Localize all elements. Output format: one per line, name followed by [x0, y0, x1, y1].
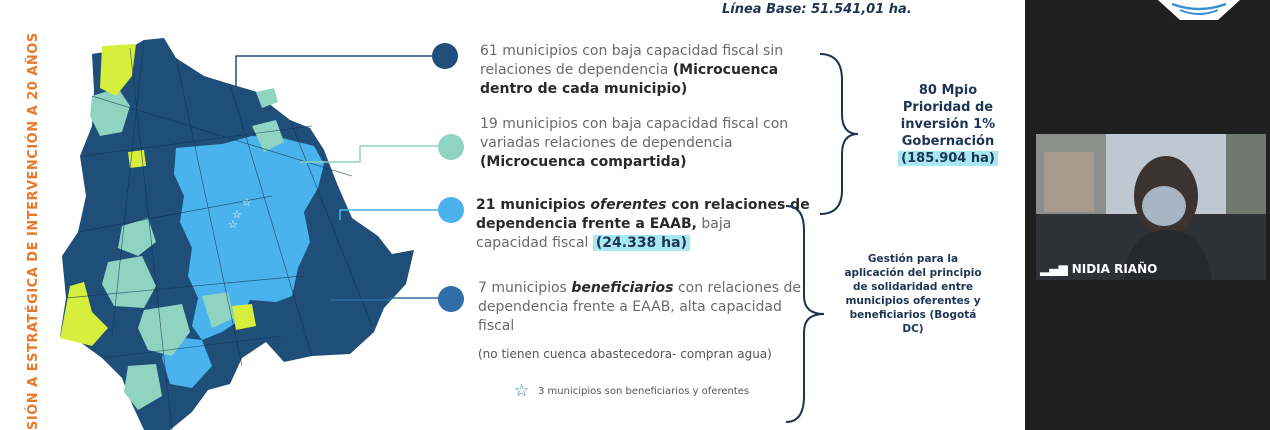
map-region-teal-4: [138, 304, 190, 356]
legend-dot-teal: [438, 134, 464, 160]
map-region-light: [174, 136, 324, 340]
map-region-teal-1: [90, 88, 130, 136]
solidarity-line3: de solidaridad entre: [852, 281, 974, 293]
priority-line2: Prioridad de: [902, 100, 994, 115]
legend-dot-dark: [432, 43, 458, 69]
map-region-teal-6: [202, 292, 234, 328]
legend-item-3: 21 municipios oferentes con relaciones d…: [476, 196, 810, 253]
legend-item-1: 61 municipios con baja capacidad fiscal …: [480, 42, 783, 99]
map-region-teal-8: [256, 88, 278, 108]
map-region-yellow-3: [232, 304, 256, 330]
solidarity-box: Gestión para la aplicación del principio…: [840, 252, 986, 336]
priority-line1: 80 Mpio: [918, 83, 978, 98]
solidarity-line1: Gestión para la: [867, 253, 959, 265]
legend-item-1-line1: 61 municipios con baja capacidad fiscal …: [480, 43, 784, 59]
legend-item-3-line3: capacidad fiscal: [476, 235, 593, 251]
legend-item-1-line2-bold: (Microcuenca: [672, 62, 779, 78]
logo-icon: [1158, 0, 1240, 20]
legend-item-4: 7 municipios beneficiarios con relacione…: [478, 279, 801, 336]
legend-item-3-line2: dependencia frente a EAAB,: [476, 216, 697, 232]
participant-name: NIDIA RIAÑO: [1071, 262, 1158, 276]
legend-item-2-line1: 19 municipios con baja capacidad fiscal …: [480, 116, 789, 132]
presentation-slide: SIÓN A ESTRATÉGICA DE INTERVENCIÓN A 20 …: [0, 0, 1025, 430]
brace-top: [819, 53, 859, 215]
priority-box: 80 Mpio Prioridad de inversión 1% Gobern…: [893, 82, 1003, 167]
baseline-label: Línea Base: 51.541,01 ha.: [722, 2, 912, 17]
map-star-marker-1: ☆: [242, 196, 252, 209]
legend-item-2-line2: variadas relaciones de dependencia: [480, 135, 733, 151]
legend-dot-light: [438, 197, 464, 223]
map-star-marker-3: ☆: [228, 218, 238, 231]
legend-item-3-highlight: (24.338 ha): [592, 235, 690, 251]
priority-hectares: (185.904 ha): [898, 151, 998, 166]
map-star-marker-2: ☆: [232, 208, 242, 221]
solidarity-line5: beneficiarios (Bogotá: [849, 309, 977, 321]
priority-line3: inversión 1%: [900, 117, 996, 132]
legend-item-2: 19 municipios con baja capacidad fiscal …: [480, 115, 788, 172]
brace-bottom: [785, 205, 825, 423]
legend-item-2-line3: (Microcuenca compartida): [480, 154, 687, 170]
map-region-teal-7: [124, 364, 162, 410]
legend-item-3-line2-plain: baja: [696, 216, 732, 232]
map-region-teal-3: [102, 256, 156, 308]
map-borders: [65, 39, 373, 430]
solidarity-line2: aplicación del principio: [844, 267, 982, 279]
map-region-yellow-1: [100, 44, 136, 96]
participant-video-frame: [1036, 134, 1266, 280]
participant-name-label: ▂▄▆NIDIA RIAÑO: [1040, 262, 1157, 276]
priority-line4: Gobernación: [901, 134, 995, 149]
legend-item-4-line2: dependencia frente a EAAB, alta capacida…: [478, 299, 782, 315]
municipality-map: ☆ ☆ ☆: [60, 38, 414, 430]
note-text: (no tienen cuenca abastecedora- compran …: [478, 347, 772, 361]
map-region-yellow-2: [60, 282, 108, 346]
legend-item-4-c: con relaciones de: [673, 280, 801, 296]
legend-item-3-oferentes: oferentes: [590, 197, 667, 213]
star-note: 3 municipios son beneficiarios y oferent…: [538, 386, 750, 397]
map-region-teal-2: [118, 218, 156, 256]
star-icon: ☆: [514, 381, 530, 401]
legend-item-4-line3: fiscal: [478, 318, 515, 334]
connector-lines: [235, 55, 440, 301]
legend-dot-mid: [438, 286, 464, 312]
legend-item-4-a: 7 municipios: [478, 280, 572, 296]
legend-item-3-c: con relaciones de: [666, 197, 810, 213]
legend-item-4-beneficiarios: beneficiarios: [571, 280, 674, 296]
signal-bars-icon: ▂▄▆: [1040, 262, 1068, 276]
solidarity-line6: DC): [902, 323, 924, 335]
legend-item-1-line3: dentro de cada municipio): [480, 81, 688, 97]
legend-item-3-a: 21 municipios: [476, 197, 591, 213]
map-region-teal-5: [252, 120, 284, 152]
participant-video-tile[interactable]: [1036, 134, 1266, 280]
solidarity-line4: municipios oferentes y: [845, 295, 981, 307]
legend-item-1-line2: relaciones de dependencia: [480, 62, 673, 78]
